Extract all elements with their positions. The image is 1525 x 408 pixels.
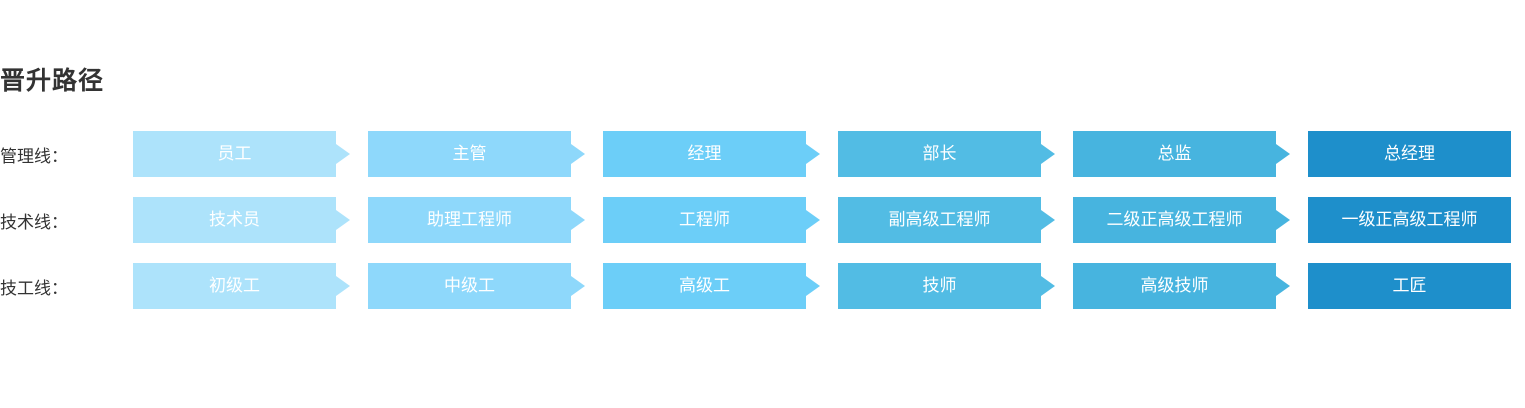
promotion-path-chart: 管理线： 员工 主管 经理 部长 总监 总经理技术线： 技术员 助理工程师 工程师 副高级工程师 二级…	[0, 131, 1525, 329]
stage-cell[interactable]: 主管	[368, 131, 585, 177]
stage-label: 经理	[687, 144, 722, 163]
stage-label: 初级工	[209, 276, 260, 295]
stage-body	[133, 131, 336, 177]
path-row: 技术线： 技术员 助理工程师 工程师 副高级工程师 二级正高级工程师 一级正高级工程师	[0, 197, 1525, 243]
arrow-right-icon	[571, 276, 585, 296]
stage-body	[368, 263, 571, 309]
stage-cell[interactable]: 部长	[838, 131, 1055, 177]
arrow-right-icon	[1041, 276, 1055, 296]
stage-label: 技术员	[209, 210, 260, 229]
stage-body	[838, 131, 1041, 177]
row-label: 管理线：	[0, 146, 68, 166]
stage-label: 工匠	[1392, 276, 1427, 295]
stage-body	[603, 131, 806, 177]
stage-list: 员工 主管 经理 部长 总监 总经理	[133, 131, 1511, 177]
stage-label: 一级正高级工程师	[1341, 210, 1478, 229]
stage-body	[133, 197, 336, 243]
stage-label: 总监	[1157, 144, 1192, 163]
arrow-right-icon	[1041, 144, 1055, 164]
stage-cell[interactable]: 一级正高级工程师	[1308, 197, 1511, 243]
arrow-right-icon	[1276, 210, 1290, 230]
stage-cell[interactable]: 工匠	[1308, 263, 1511, 309]
arrow-right-icon	[1276, 276, 1290, 296]
arrow-right-icon	[806, 144, 820, 164]
stage-body	[603, 197, 806, 243]
stage-label: 高级工	[679, 276, 730, 295]
stage-label: 中级工	[444, 276, 495, 295]
stage-body	[838, 263, 1041, 309]
stage-list: 初级工 中级工 高级工 技师 高级技师 工匠	[133, 263, 1511, 309]
stage-label: 员工	[217, 144, 252, 163]
stage-body	[1308, 131, 1511, 177]
stage-cell[interactable]: 初级工	[133, 263, 350, 309]
stage-cell[interactable]: 技术员	[133, 197, 350, 243]
stage-body	[1308, 263, 1511, 309]
arrow-right-icon	[571, 144, 585, 164]
arrow-right-icon	[336, 144, 350, 164]
stage-cell[interactable]: 副高级工程师	[838, 197, 1055, 243]
stage-cell[interactable]: 总监	[1073, 131, 1290, 177]
page-title: 晋升路径	[0, 67, 105, 95]
stage-cell[interactable]: 员工	[133, 131, 350, 177]
stage-list: 技术员 助理工程师 工程师 副高级工程师 二级正高级工程师 一级正高级工程师	[133, 197, 1511, 243]
stage-body	[1073, 131, 1276, 177]
arrow-right-icon	[336, 276, 350, 296]
stage-label: 高级技师	[1140, 276, 1209, 295]
stage-label: 二级正高级工程师	[1106, 210, 1243, 229]
stage-cell[interactable]: 助理工程师	[368, 197, 585, 243]
path-row: 技工线： 初级工 中级工 高级工 技师 高级技师 工匠	[0, 263, 1525, 309]
stage-cell[interactable]: 技师	[838, 263, 1055, 309]
row-label: 技术线：	[0, 212, 68, 232]
stage-label: 总经理	[1384, 144, 1435, 163]
stage-cell[interactable]: 工程师	[603, 197, 820, 243]
stage-cell[interactable]: 经理	[603, 131, 820, 177]
stage-body	[1073, 263, 1276, 309]
stage-body	[368, 197, 571, 243]
stage-body	[133, 263, 336, 309]
row-label: 技工线：	[0, 278, 68, 298]
stage-cell[interactable]: 中级工	[368, 263, 585, 309]
stage-cell[interactable]: 高级工	[603, 263, 820, 309]
stage-body	[368, 131, 571, 177]
stage-body	[1073, 197, 1276, 243]
arrow-right-icon	[806, 210, 820, 230]
stage-body	[838, 197, 1041, 243]
stage-cell[interactable]: 二级正高级工程师	[1073, 197, 1290, 243]
arrow-right-icon	[1041, 210, 1055, 230]
stage-body	[1308, 197, 1511, 243]
arrow-right-icon	[571, 210, 585, 230]
stage-label: 主管	[452, 144, 487, 163]
stage-label: 副高级工程师	[888, 210, 991, 229]
stage-cell[interactable]: 高级技师	[1073, 263, 1290, 309]
stage-cell[interactable]: 总经理	[1308, 131, 1511, 177]
arrow-right-icon	[1276, 144, 1290, 164]
stage-label: 工程师	[679, 210, 730, 229]
stage-label: 助理工程师	[427, 210, 512, 229]
stage-body	[603, 263, 806, 309]
path-row: 管理线： 员工 主管 经理 部长 总监 总经理	[0, 131, 1525, 177]
stage-label: 技师	[922, 276, 957, 295]
arrow-right-icon	[806, 276, 820, 296]
stage-label: 部长	[922, 144, 957, 163]
arrow-right-icon	[336, 210, 350, 230]
